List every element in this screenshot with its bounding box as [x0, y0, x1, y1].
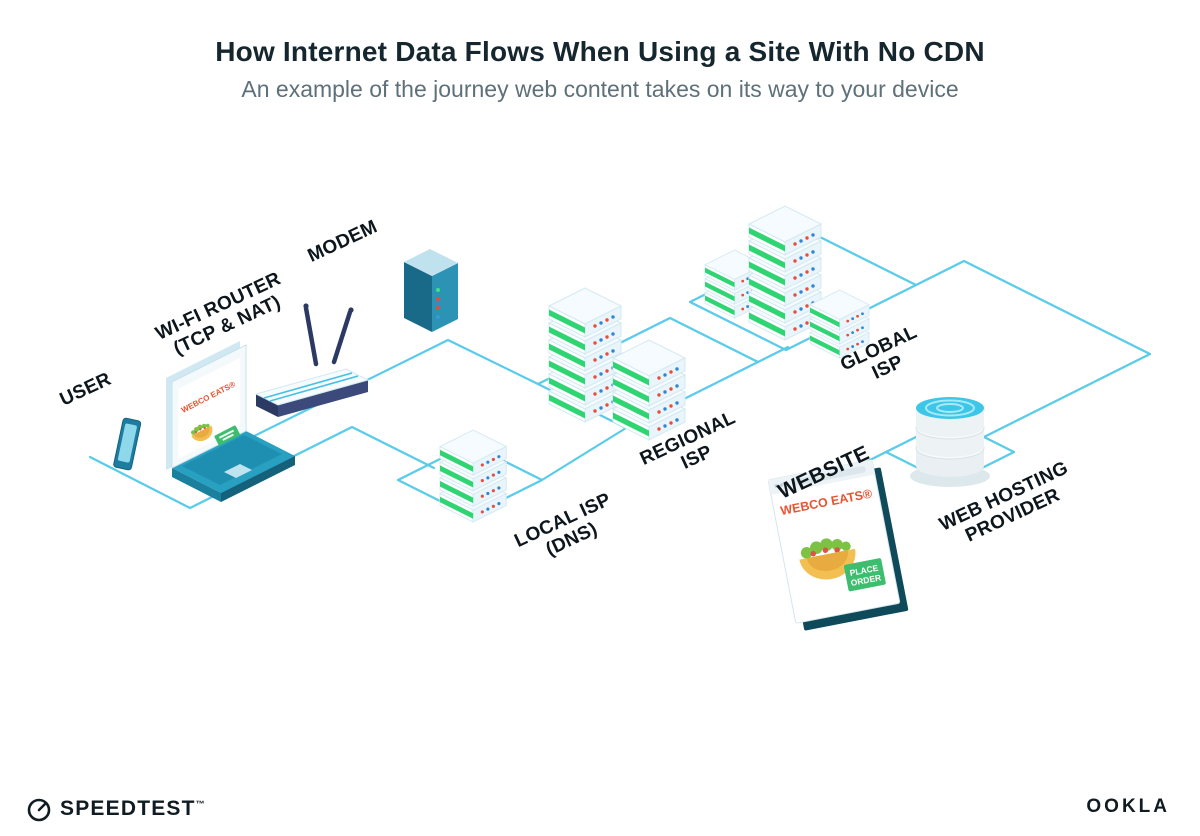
- browser-top-bar: [768, 459, 875, 495]
- router-antenna-right: [331, 309, 353, 365]
- database-illustration: [910, 397, 990, 487]
- page-title: How Internet Data Flows When Using a Sit…: [215, 36, 985, 67]
- modem-illustration: [404, 249, 458, 332]
- website-window-illustration: WEBCO EATS® PLACE ORDER: [767, 459, 909, 631]
- regional-isp-servers: [548, 287, 686, 441]
- line-router-modem: [236, 338, 540, 446]
- laptop-order-button: [214, 425, 240, 446]
- page-subtitle: An example of the journey web content ta…: [241, 76, 959, 102]
- local-isp-servers: [439, 429, 507, 523]
- wifi-router-illustration: [254, 303, 370, 417]
- laptop-illustration: WEBCO EATS®: [166, 341, 295, 502]
- router-antenna-left: [303, 305, 319, 367]
- line-local-to-regional: [540, 426, 628, 482]
- speedtest-logo: SPEEDTEST™: [26, 796, 206, 822]
- speedtest-gauge-icon: [27, 798, 51, 822]
- speedtest-wordmark: SPEEDTEST™: [60, 797, 206, 820]
- global-isp-servers: [704, 205, 870, 359]
- place-order-button: PLACE ORDER: [843, 558, 886, 592]
- modem-led-lights: [436, 288, 440, 319]
- phone-illustration: [113, 417, 142, 471]
- ookla-logo: OOKLA: [1086, 796, 1170, 817]
- line-global-loop: [914, 259, 1152, 456]
- user-devices-illustration: WEBCO EATS®: [113, 341, 295, 502]
